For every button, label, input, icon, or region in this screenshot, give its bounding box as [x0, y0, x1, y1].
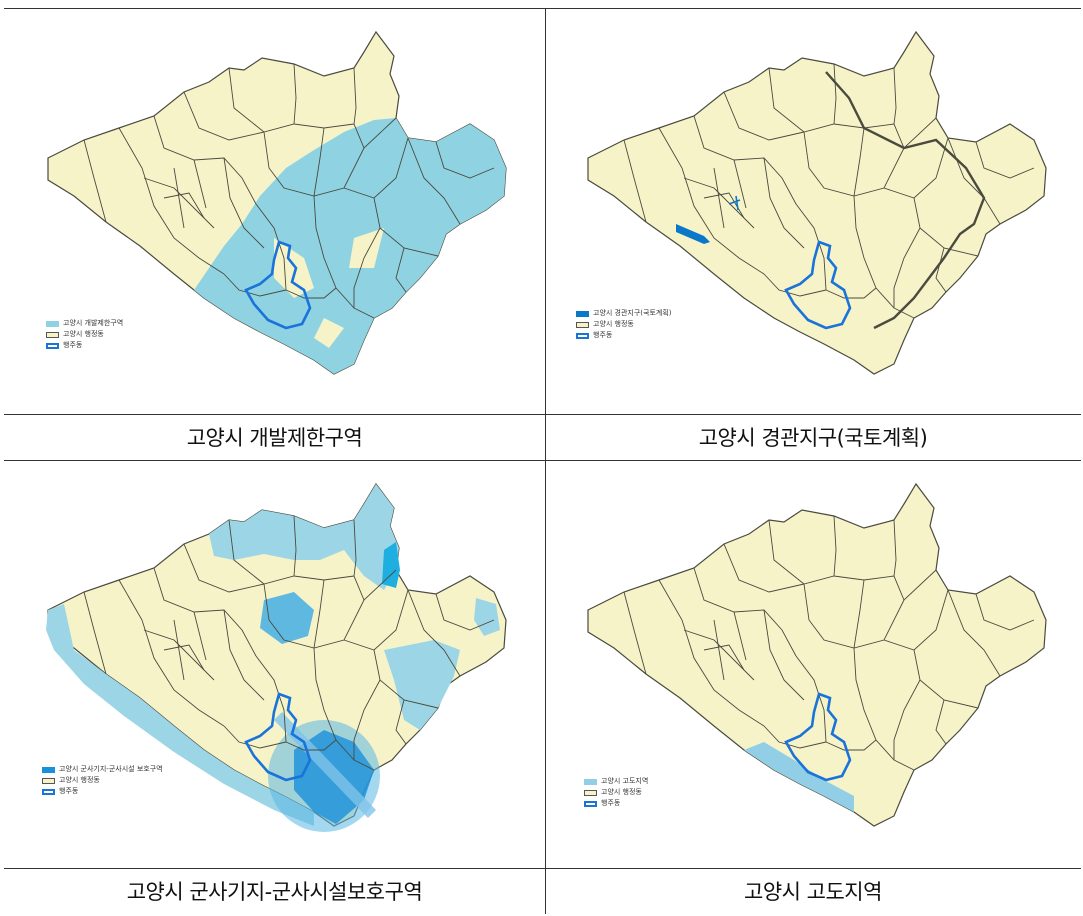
caption-military-protection: 고양시 군사기지-군사시설보호구역 [126, 880, 423, 904]
restricted-zone-gap [274, 228, 384, 348]
legend-swatch-scenic [576, 310, 589, 317]
legend-label: 행주동 [593, 331, 613, 339]
table-border-top [4, 8, 1081, 9]
legend-panel-4: 고양시 고도지역 고양시 행정동 행주동 [584, 776, 648, 809]
table-border-mid1 [4, 414, 1081, 415]
legend-swatch-admin [42, 777, 55, 784]
table-divider-vertical [545, 8, 546, 914]
legend-swatch-haengju [576, 332, 589, 339]
map-development-restriction [24, 28, 524, 408]
legend-swatch-restricted [46, 320, 59, 327]
scenic-district-area [676, 224, 710, 244]
scenic-district-mark [728, 195, 741, 211]
legend-swatch-altitude [584, 778, 597, 785]
military-zone-center [260, 592, 314, 644]
legend-swatch-haengju [42, 788, 55, 795]
map-altitude-zone [564, 480, 1064, 860]
legend-panel-2: 고양시 경관지구(국토계획) 고양시 행정동 행주동 [576, 308, 672, 341]
legend-label: 행주동 [59, 787, 79, 795]
legend-swatch-haengju [46, 342, 59, 349]
legend-label: 행주동 [63, 341, 83, 349]
military-zone-north [209, 484, 399, 590]
legend-label: 행주동 [601, 799, 621, 807]
map-military-protection [24, 480, 524, 860]
legend-panel-1: 고양시 개발제한구역 고양시 행정동 행주동 [46, 318, 123, 351]
caption-altitude-zone: 고양시 고도지역 [744, 880, 882, 904]
map-scenic-district [564, 28, 1064, 408]
military-zone-east-strong [382, 542, 400, 588]
legend-swatch-military [42, 766, 55, 773]
legend-label: 고양시 경관지구(국토계획) [593, 309, 672, 317]
legend-label: 고양시 행정동 [59, 776, 100, 784]
table-border-mid3 [4, 868, 1081, 869]
map-comparison-table: 고양시 개발제한구역 고양시 행정동 행주동 고양시 개발제한구역 고양시 경관… [4, 8, 1081, 914]
legend-swatch-admin [584, 789, 597, 796]
caption-development-restriction: 고양시 개발제한구역 [186, 426, 363, 450]
military-zone-east [384, 598, 500, 730]
legend-label: 고양시 개발제한구역 [63, 319, 124, 327]
legend-label: 고양시 행정동 [63, 330, 104, 338]
legend-panel-3: 고양시 군사기지-군사시설 보호구역 고양시 행정동 행주동 [42, 764, 163, 797]
river-line [825, 71, 986, 330]
legend-swatch-admin [46, 331, 59, 338]
caption-scenic-district: 고양시 경관지구(국토계획) [698, 426, 928, 450]
legend-swatch-admin [576, 321, 589, 328]
legend-swatch-haengju [584, 800, 597, 807]
legend-label: 고양시 군사기지-군사시설 보호구역 [59, 765, 163, 773]
altitude-zone-area [744, 742, 854, 812]
legend-label: 고양시 고도지역 [601, 777, 649, 785]
legend-label: 고양시 행정동 [593, 320, 634, 328]
legend-label: 고양시 행정동 [601, 788, 642, 796]
table-border-mid2 [4, 460, 1081, 461]
